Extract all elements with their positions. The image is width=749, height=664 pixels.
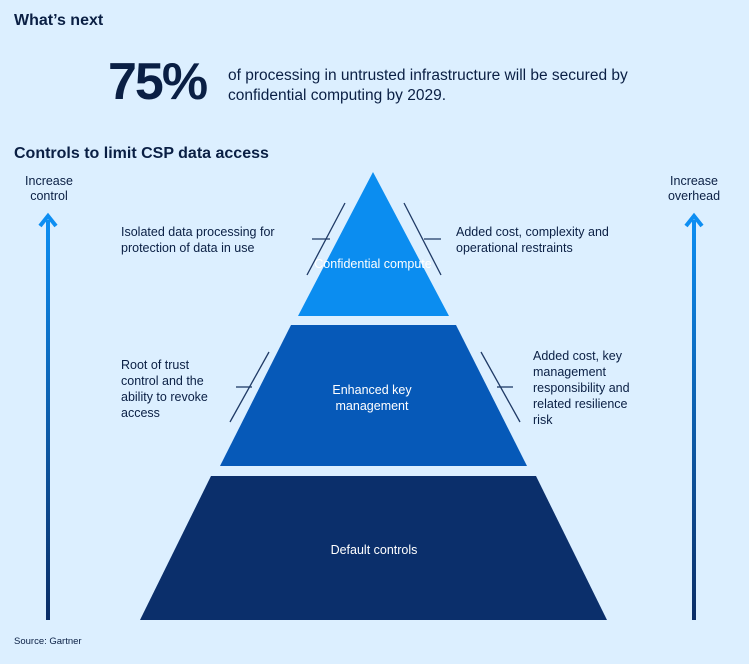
left-arrow xyxy=(38,212,58,620)
diagram-title: Controls to limit CSP data access xyxy=(14,145,269,162)
note-confidential-left: Isolated data processing for protection … xyxy=(121,225,275,255)
tier-label-confidential: Confidential compute xyxy=(314,257,432,271)
stat-text: of processing in untrusted infrastructur… xyxy=(228,67,628,104)
right-arrow xyxy=(684,212,704,620)
tier-confidential-compute xyxy=(298,172,449,316)
left-axis-label: Increase control xyxy=(25,174,73,203)
note-key-left: Root of trust control and the ability to… xyxy=(121,358,208,420)
source-note: Source: Gartner xyxy=(14,636,82,647)
page-title: What’s next xyxy=(14,12,104,29)
right-axis-label: Increase overhead xyxy=(667,174,721,203)
stat-value: 75% xyxy=(108,53,208,111)
tier-enhanced-key-management xyxy=(220,325,527,466)
note-confidential-right: Added cost, complexity and operational r… xyxy=(456,225,609,255)
note-key-right: Added cost, key management responsibilit… xyxy=(533,349,630,427)
tier-default-controls xyxy=(140,476,607,620)
tier-label-default: Default controls xyxy=(330,543,418,557)
annotation-brackets xyxy=(229,202,521,423)
tier-label-key: Enhanced key management xyxy=(332,383,412,413)
